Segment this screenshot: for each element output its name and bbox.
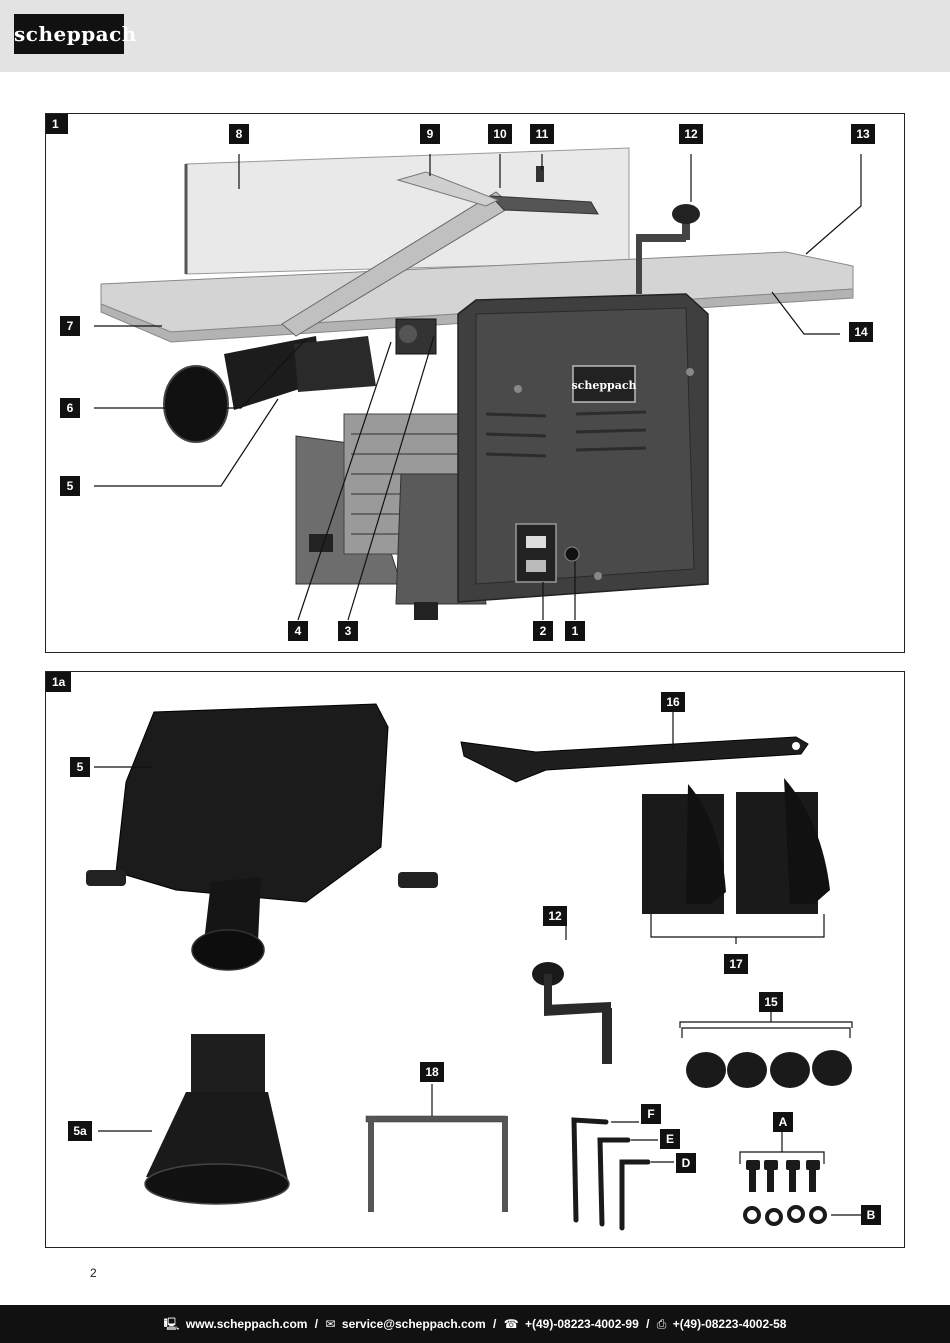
callout-8: 8 xyxy=(229,124,249,144)
figure-1-tag: 1 xyxy=(46,114,68,134)
callout-4: 4 xyxy=(288,621,308,641)
callout-1: 1 xyxy=(565,621,585,641)
callout-9: 9 xyxy=(420,124,440,144)
brand-logo: scheppach xyxy=(14,14,136,54)
contact-footer: 🖳 www.scheppach.com / ✉ service@scheppac… xyxy=(0,1305,950,1343)
website-link[interactable]: www.scheppach.com xyxy=(185,1317,308,1331)
callout-A: A xyxy=(773,1112,793,1132)
planer-machine-illustration: scheppach xyxy=(94,147,862,621)
footer-separator: / xyxy=(493,1317,497,1331)
phone-number: +(49)-08223-4002-99 xyxy=(525,1317,639,1331)
figure-1a-panel: 1a xyxy=(45,671,905,1248)
phone-icon: ☎ xyxy=(503,1317,519,1331)
callout-14: 14 xyxy=(849,322,873,342)
callout-6: 6 xyxy=(60,398,80,418)
footer-separator: / xyxy=(646,1317,650,1331)
callout-12: 12 xyxy=(543,906,567,926)
callout-10: 10 xyxy=(488,124,512,144)
figure-1a-tag: 1a xyxy=(46,672,72,692)
accessories-illustration xyxy=(86,703,861,1231)
figure-1-panel: 1 xyxy=(45,113,905,653)
email-link[interactable]: service@scheppach.com xyxy=(341,1317,486,1331)
callout-5a: 5a xyxy=(68,1121,92,1141)
callout-3: 3 xyxy=(338,621,358,641)
callout-F: F xyxy=(641,1104,661,1124)
callout-D: D xyxy=(676,1153,696,1173)
callout-13: 13 xyxy=(851,124,875,144)
callout-15: 15 xyxy=(759,992,783,1012)
callout-5: 5 xyxy=(60,476,80,496)
fax-icon: ⎙ xyxy=(656,1317,667,1331)
fax-number: +(49)-08223-4002-58 xyxy=(672,1317,787,1331)
callout-E: E xyxy=(660,1129,680,1149)
page-header: scheppach xyxy=(0,0,950,72)
callout-5: 5 xyxy=(70,757,90,777)
page-number: 2 xyxy=(90,1266,97,1280)
callout-7: 7 xyxy=(60,316,80,336)
callout-12: 12 xyxy=(679,124,703,144)
callout-11: 11 xyxy=(530,124,554,144)
computer-icon: 🖳 xyxy=(163,1317,180,1331)
machine-logo-text: scheppach xyxy=(571,379,636,392)
callout-18: 18 xyxy=(420,1062,444,1082)
callout-B: B xyxy=(861,1205,881,1225)
mail-icon: ✉ xyxy=(325,1317,336,1331)
callout-2: 2 xyxy=(533,621,553,641)
footer-separator: / xyxy=(314,1317,319,1331)
callout-17: 17 xyxy=(724,954,748,974)
callout-16: 16 xyxy=(661,692,685,712)
